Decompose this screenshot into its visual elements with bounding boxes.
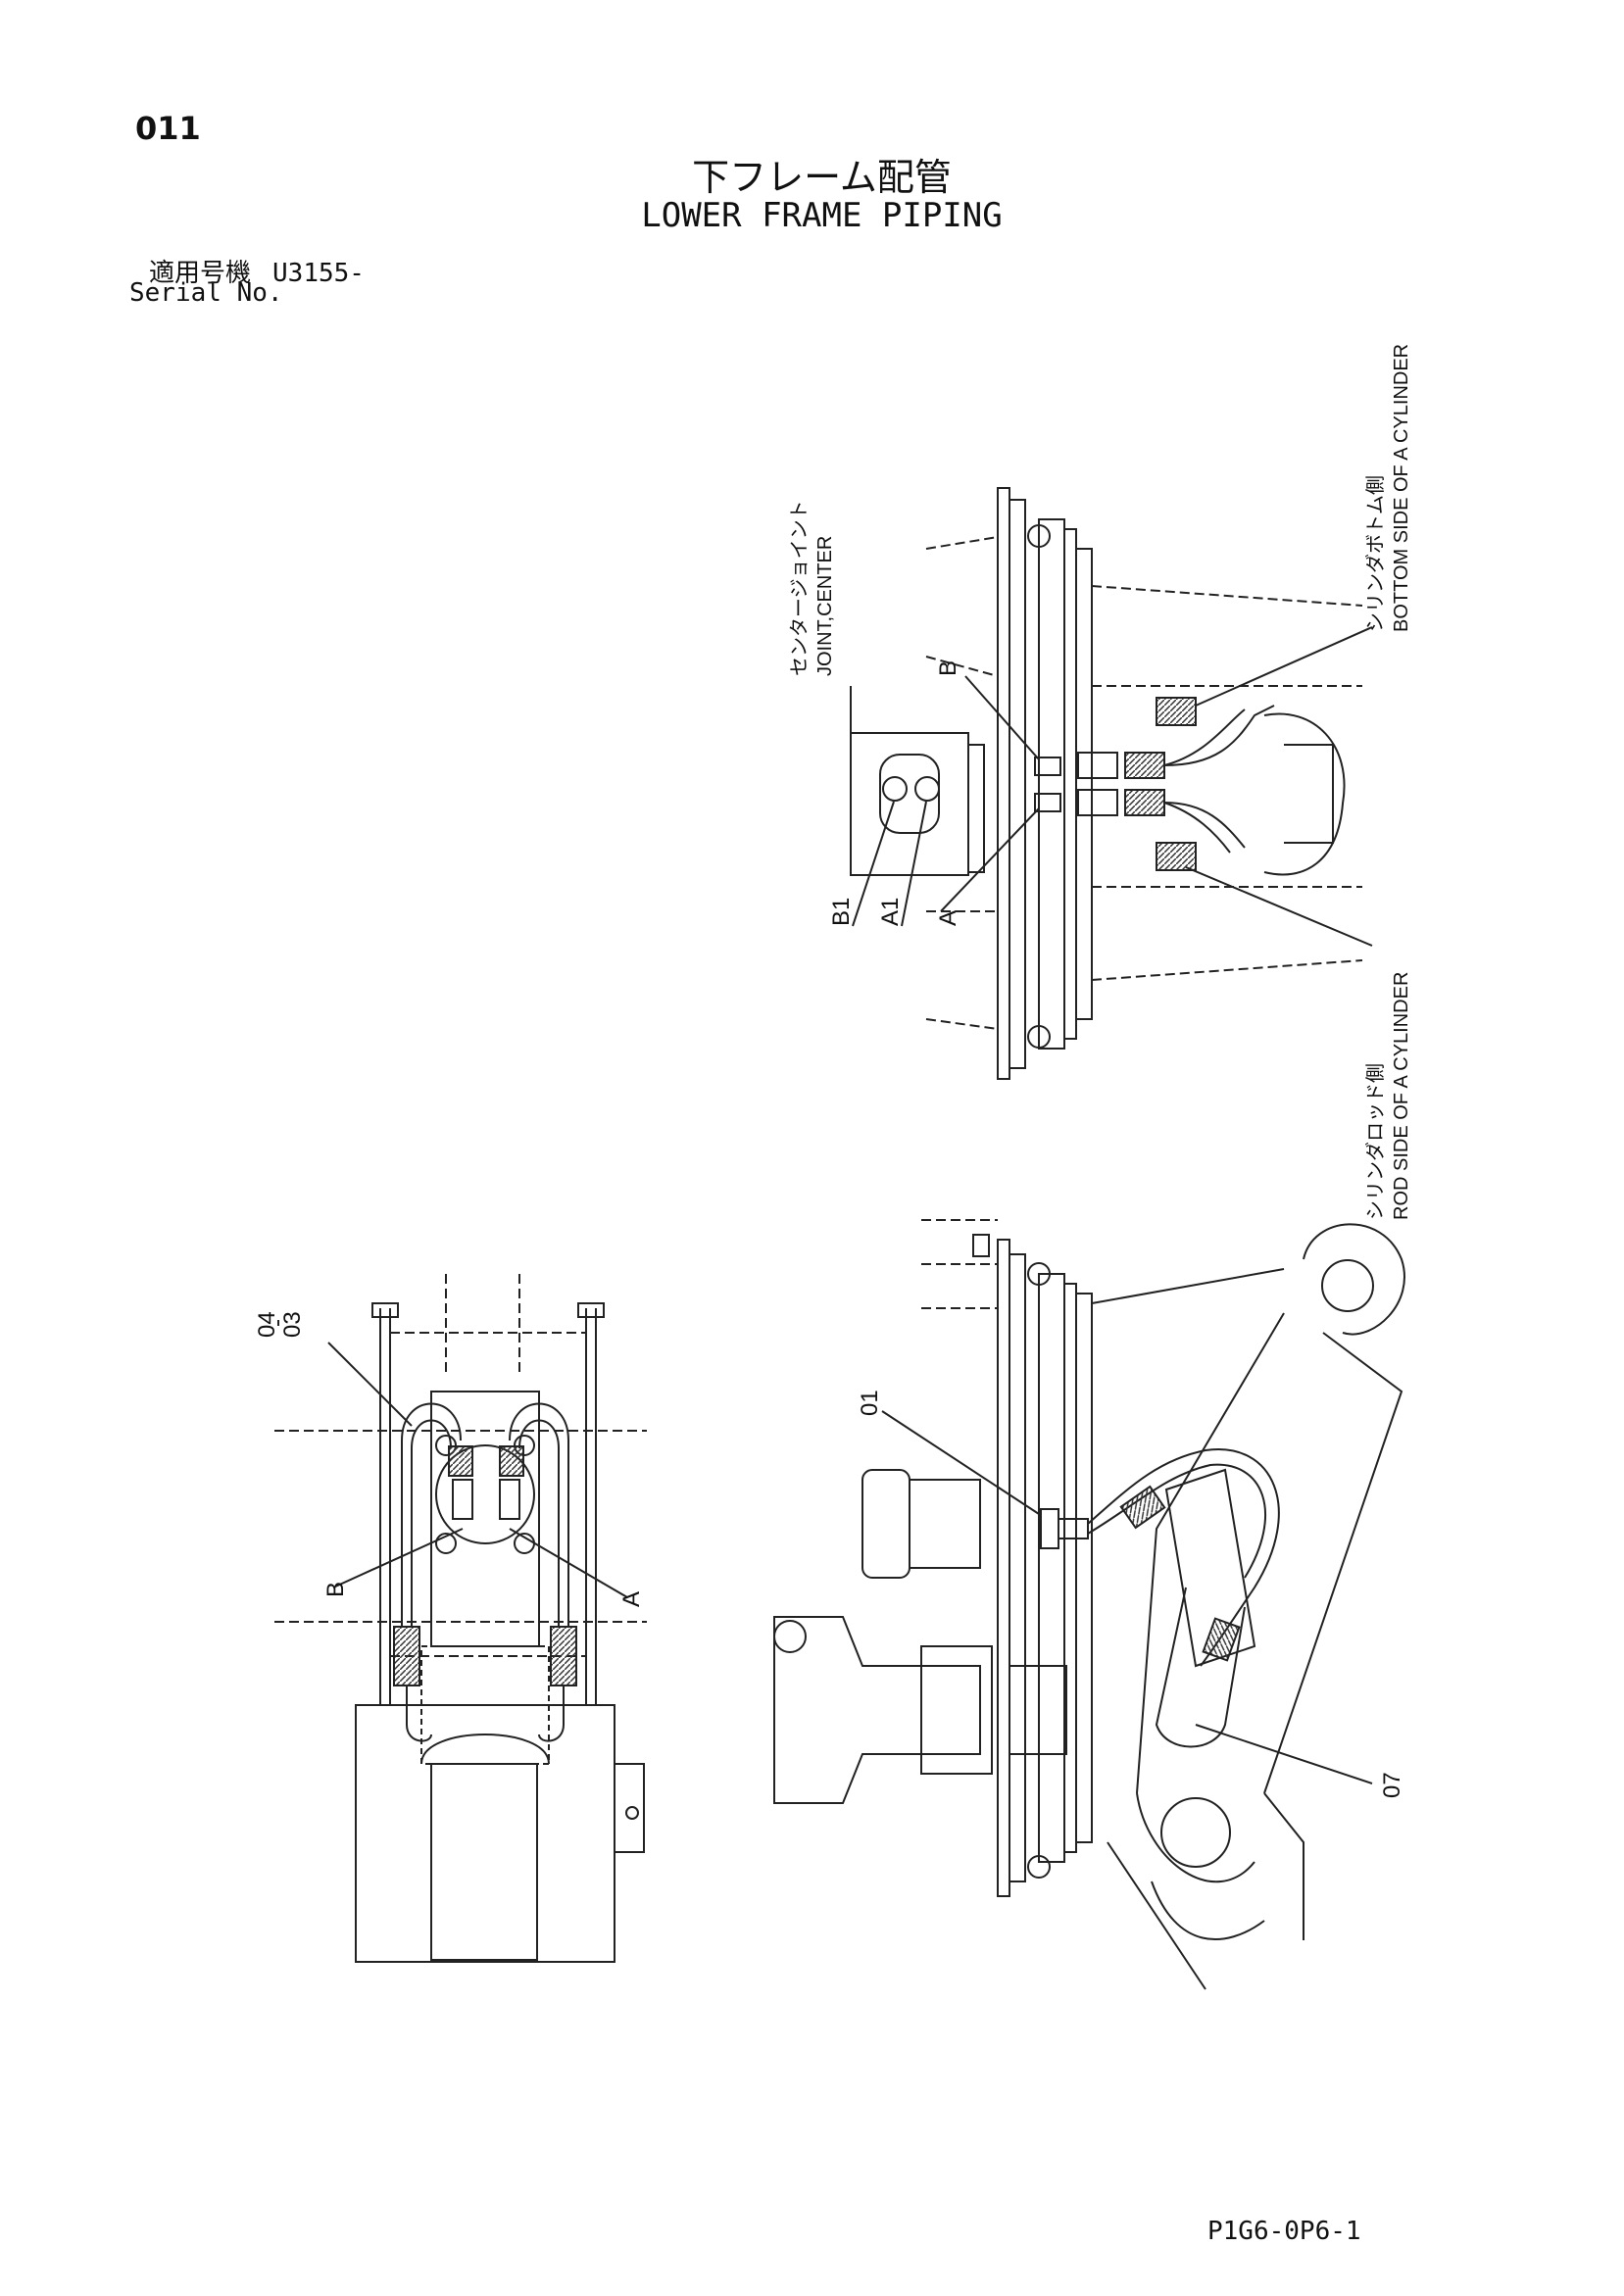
bottom-side-jp-label: シリンダボトム側 [1364, 475, 1387, 632]
part-03-label: 03 [279, 1311, 306, 1338]
rod-side-label: シリンダロッド側 ROD SIDE OF A CYLINDER [1364, 972, 1412, 1220]
left-port-b-label: B [322, 1582, 349, 1597]
serial-row: 適用号機 U3155- [149, 253, 365, 289]
center-joint-jp-label: センタージョイント [788, 500, 811, 676]
port-a1-label: A1 [877, 898, 904, 926]
port-b1-label: B1 [828, 898, 855, 926]
center-joint-label: センタージョイント JOINT,CENTER [788, 500, 836, 676]
document-code: P1G6-0P6-1 [1207, 2217, 1361, 2246]
serial-label-jp: 適用号機 [149, 259, 252, 288]
page-title-en: LOWER FRAME PIPING [641, 196, 1003, 235]
port-a-label: A [935, 910, 961, 926]
port-b-label: B [935, 660, 961, 676]
center-joint-en-label: JOINT,CENTER [814, 536, 836, 676]
part-07-label: 07 [1379, 1772, 1405, 1798]
rod-side-jp-label: シリンダロッド側 [1364, 1063, 1387, 1220]
bottom-side-label: シリンダボトム側 BOTTOM SIDE OF A CYLINDER [1364, 344, 1412, 632]
page-title-jp: 下フレーム配管 [692, 156, 952, 199]
left-port-a-label: A [618, 1591, 645, 1607]
part-04-label: 04 [254, 1311, 280, 1338]
rod-side-en-label: ROD SIDE OF A CYLINDER [1391, 972, 1412, 1220]
serial-label-en: Serial No. [129, 278, 283, 308]
bottom-side-en-label: BOTTOM SIDE OF A CYLINDER [1391, 344, 1412, 632]
center-joint-top-view [274, 1274, 647, 1963]
upper-frame-view [850, 487, 1373, 1080]
serial-number: U3155- [272, 259, 365, 288]
part-01-label: 01 [857, 1390, 883, 1416]
page-number: 011 [135, 110, 201, 147]
lower-frame-side-view [773, 1219, 1405, 1990]
